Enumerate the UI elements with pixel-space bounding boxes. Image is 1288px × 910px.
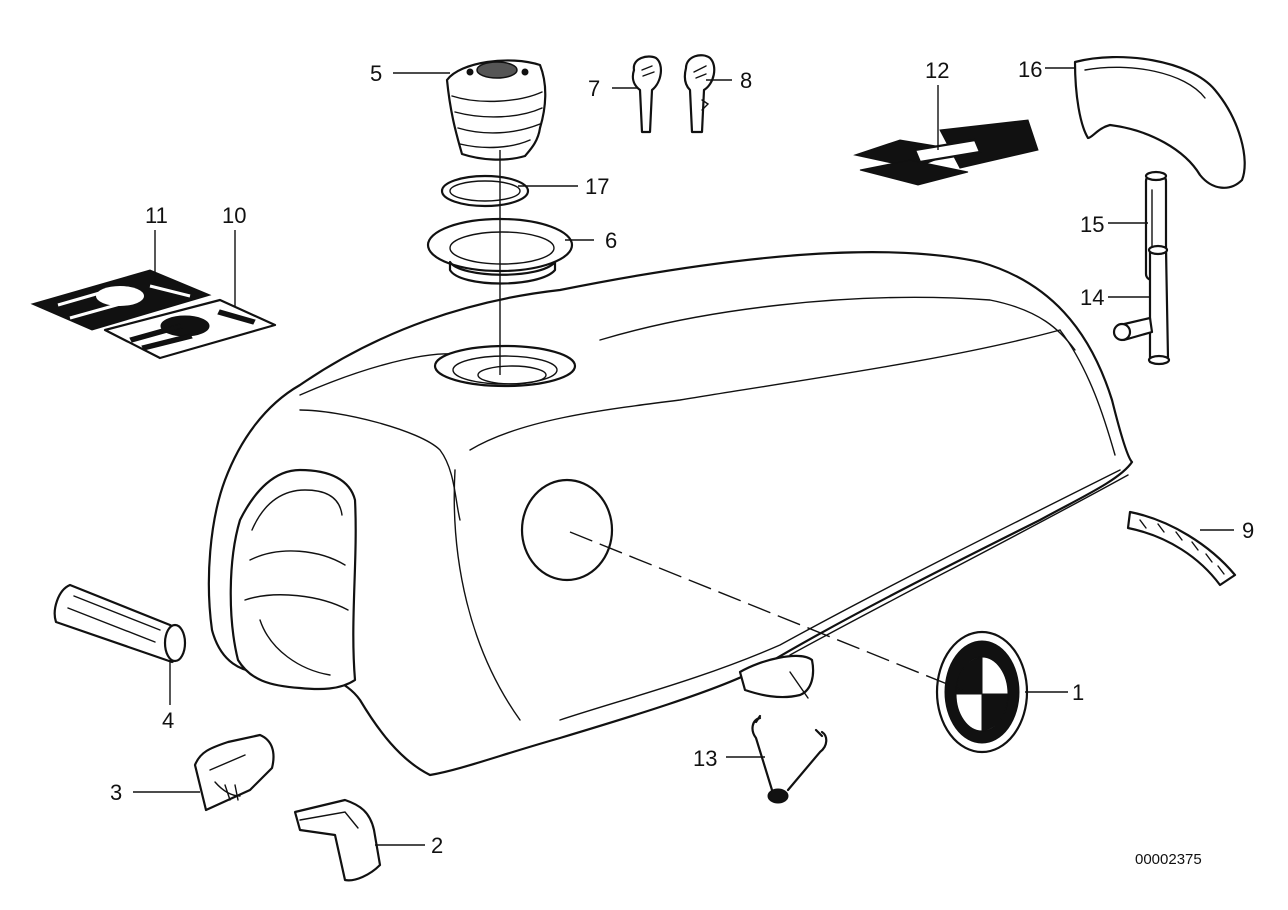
decal-10 — [103, 298, 277, 360]
callout-3: 3 — [110, 780, 122, 805]
decal-11 — [30, 269, 212, 331]
callout-5: 5 — [370, 61, 382, 86]
key-8 — [683, 54, 716, 134]
reflector-4 — [53, 583, 187, 664]
leader-lines — [133, 67, 1234, 846]
callout-9: 9 — [1242, 518, 1254, 543]
callout-7: 7 — [588, 76, 600, 101]
knee-pad — [1073, 56, 1246, 189]
key-7 — [631, 55, 662, 134]
roundel-badge-1 — [935, 630, 1029, 754]
callout-15: 15 — [1080, 212, 1104, 237]
decal-12 — [853, 119, 1039, 186]
gasket-ring — [440, 174, 530, 208]
callout-1: 1 — [1072, 680, 1084, 705]
fitting-14 — [1112, 244, 1171, 366]
callout-4: 4 — [162, 708, 174, 733]
buffer-3 — [193, 733, 275, 812]
edge-trim-9 — [1126, 510, 1237, 587]
callout-8: 8 — [740, 68, 752, 93]
callout-13: 13 — [693, 746, 717, 771]
callout-10: 10 — [222, 203, 246, 228]
callout-17: 17 — [585, 174, 609, 199]
filler-cap — [445, 59, 547, 161]
buffer-2 — [293, 798, 382, 882]
callout-2: 2 — [431, 833, 443, 858]
callout-14: 14 — [1080, 285, 1104, 310]
callout-16: 16 — [1018, 57, 1042, 82]
spring-clip-13 — [751, 714, 828, 804]
callout-12: 12 — [925, 58, 949, 83]
fuel-tank — [207, 251, 1134, 777]
reference-code: 00002375 — [1135, 851, 1202, 868]
callout-labels: 1 2 3 4 5 6 7 8 9 10 11 12 13 14 15 16 1… — [110, 57, 1254, 868]
callout-6: 6 — [605, 228, 617, 253]
callout-11: 11 — [145, 203, 168, 228]
